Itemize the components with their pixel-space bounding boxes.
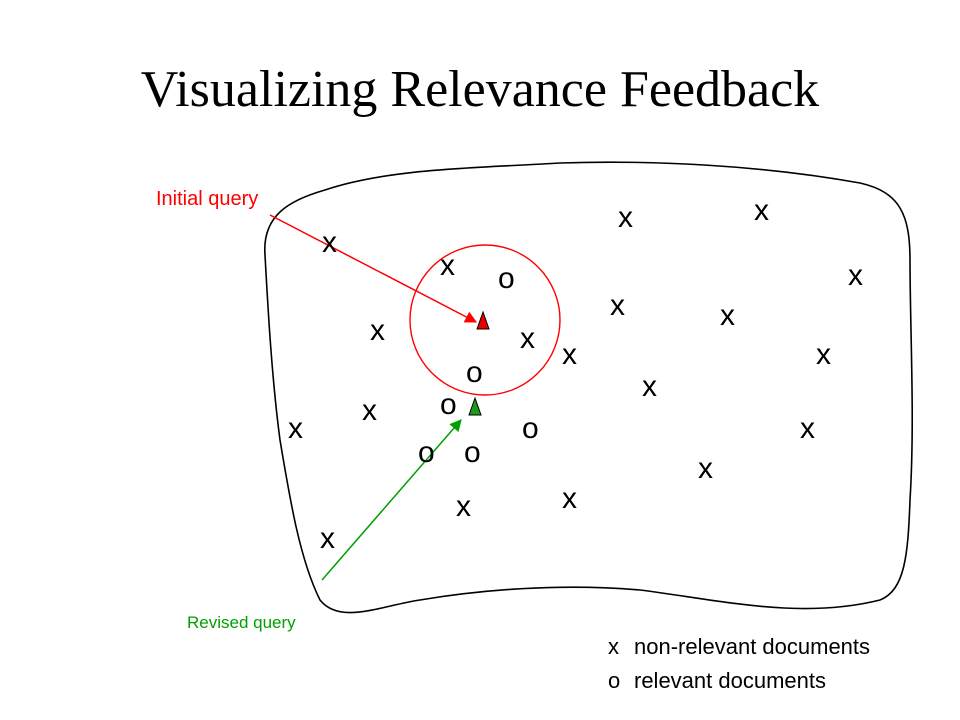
initial-query-arrow [269,214,478,323]
nonrelevant-doc: x [698,452,713,485]
nonrelevant-doc: x [848,259,863,292]
document-space-boundary [264,161,914,614]
relevant-doc: o [464,436,481,469]
legend-relevant: o relevant documents [608,668,826,694]
nonrelevant-doc: x [562,482,577,515]
initial-query-marker [476,310,490,330]
initial-query-radius-circle [409,244,561,396]
nonrelevant-doc: x [642,370,657,403]
revised-query-arrow [321,419,462,581]
relevant-doc: o [522,412,539,445]
nonrelevant-doc: x [440,249,455,282]
relevant-doc: o [440,388,457,421]
legend-relevant-text: relevant documents [634,668,826,693]
relevant-doc: o [466,356,483,389]
revised-query-marker [468,396,482,416]
initial-query-label: Initial query [156,188,258,210]
relevant-doc: o [418,436,435,469]
nonrelevant-doc: x [322,226,337,259]
legend-o-symbol: o [608,668,621,693]
nonrelevant-doc: x [320,522,335,555]
nonrelevant-doc: x [816,338,831,371]
revised-query-label: Revised query [187,613,296,632]
nonrelevant-doc: x [610,289,625,322]
legend-x-symbol: x [608,634,619,659]
relevant-documents: o o o o o o [418,262,539,469]
legend-nonrelevant-text: non-relevant documents [634,634,871,659]
nonrelevant-doc: x [720,299,735,332]
nonrelevant-documents: x x x x x x x x x x x x x x x x x x x [288,194,863,555]
legend-nonrelevant: x non-relevant documents [608,634,870,660]
nonrelevant-doc: x [520,322,535,355]
slide-title: Visualizing Relevance Feedback [140,61,820,118]
nonrelevant-doc: x [456,490,471,523]
nonrelevant-doc: x [562,338,577,371]
nonrelevant-doc: x [362,394,377,427]
nonrelevant-doc: x [800,412,815,445]
nonrelevant-doc: x [754,194,769,227]
relevant-doc: o [498,262,515,295]
nonrelevant-doc: x [618,201,633,234]
nonrelevant-doc: x [288,412,303,445]
nonrelevant-doc: x [370,314,385,347]
